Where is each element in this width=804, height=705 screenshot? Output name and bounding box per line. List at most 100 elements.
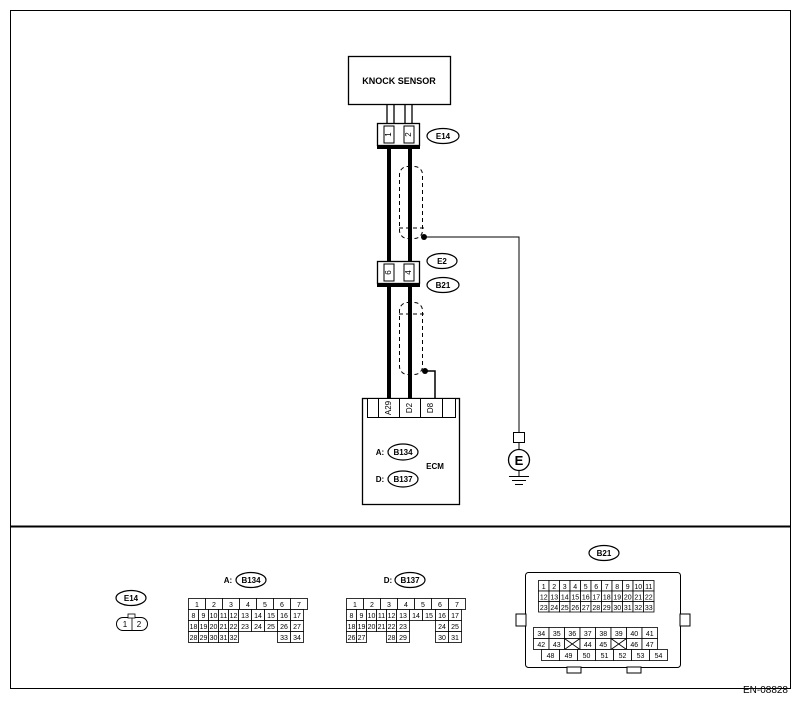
connector-e2-b21: 6 4 E2 B21 — [376, 252, 460, 294]
b21-pin-8: 8 — [615, 584, 619, 591]
b137-pin-27-cell — [356, 631, 367, 643]
b21-pin-3: 3 — [563, 584, 567, 591]
b137-pin-8: 8 — [350, 613, 354, 620]
b134-pin-29: 29 — [200, 635, 208, 642]
b21-pin-53: 53 — [637, 653, 645, 660]
b134-pin-10: 10 — [210, 613, 218, 620]
b134-pin-7: 7 — [297, 602, 301, 609]
b137-pin-6: 6 — [438, 602, 442, 609]
e2-pin-4: 4 — [404, 270, 413, 275]
e14-pin-2: 2 — [404, 132, 413, 137]
b21-pin-10: 10 — [634, 584, 642, 591]
b137-pin-27: 27 — [358, 635, 366, 642]
b134-pin-19: 19 — [200, 624, 208, 631]
ecm-a-prefix: A: — [376, 448, 384, 457]
b137-pin-18: 18 — [348, 624, 356, 631]
legend-b134-prefix: A: — [224, 576, 232, 585]
b134-pin-24: 24 — [254, 624, 262, 631]
b134-pin-3: 3 — [229, 602, 233, 609]
b134-pin-34: 34 — [293, 635, 301, 642]
b21-pin-36: 36 — [568, 631, 576, 638]
b21-pin-30: 30 — [613, 605, 621, 612]
shield-lower — [399, 302, 436, 398]
b21-pin-13: 13 — [550, 594, 558, 601]
b21-pin-22: 22 — [645, 594, 653, 601]
b21-pin-12: 12 — [540, 594, 548, 601]
b21-pin-51: 51 — [601, 653, 609, 660]
b134-pin-6: 6 — [280, 602, 284, 609]
b21-pin-32: 32 — [634, 605, 642, 612]
b21-pin-45: 45 — [599, 642, 607, 649]
b21-pin-15: 15 — [571, 594, 579, 601]
connector-e14: 1 2 E14 — [376, 122, 460, 149]
b21-pin-4: 4 — [573, 584, 577, 591]
ecm: A29 D2 D8 A: B134 D: B137 ECM — [361, 397, 461, 506]
b134-pin-28: 28 — [190, 635, 198, 642]
b134-pin-32-cell — [228, 631, 239, 643]
b137-pin-5: 5 — [421, 602, 425, 609]
b21-pin-26: 26 — [571, 605, 579, 612]
b137-pin-22: 22 — [388, 624, 396, 631]
b21-pin-9: 9 — [626, 584, 630, 591]
b134-pin-22: 22 — [230, 624, 238, 631]
b137-pin-3: 3 — [387, 602, 391, 609]
ecm-terminal-d2: D2 — [405, 402, 414, 413]
b134-pin-8: 8 — [192, 613, 196, 620]
b21-pin-54: 54 — [655, 653, 663, 660]
figure-id: EN-08828 — [743, 685, 788, 696]
b21-pin-42: 42 — [537, 642, 545, 649]
b134-pin-34-cell — [290, 631, 304, 643]
b21-pin-31: 31 — [624, 605, 632, 612]
harness-wires-lower — [387, 287, 412, 398]
b137-pin-2: 2 — [370, 602, 374, 609]
b134-pin-26: 26 — [280, 624, 288, 631]
b134-pin-15: 15 — [267, 613, 275, 620]
legend-e14-pin-2: 2 — [137, 620, 142, 629]
b134-pin-21: 21 — [220, 624, 228, 631]
b21-code: B21 — [436, 281, 451, 290]
knock-sensor: KNOCK SENSOR — [347, 55, 452, 124]
b137-pin-23: 23 — [399, 624, 407, 631]
b137-pin-29: 29 — [399, 635, 407, 642]
b21-pin-43: 43 — [553, 642, 561, 649]
b21-pin-39: 39 — [615, 631, 623, 638]
b137-pin-29-cell — [396, 631, 410, 643]
b21-pin-54-cell — [649, 649, 668, 661]
ecm-terminal-d8: D8 — [426, 402, 435, 413]
e2-pin-6: 6 — [384, 270, 393, 275]
b134-pin-27: 27 — [293, 624, 301, 631]
b137-pin-31-cell — [448, 631, 462, 643]
b21-pin-14: 14 — [561, 594, 569, 601]
ecm-a-code: B134 — [393, 448, 413, 457]
b137-pin-31: 31 — [451, 635, 459, 642]
b21-pin-47: 47 — [646, 642, 654, 649]
b137-pin-24: 24 — [438, 624, 446, 631]
b21-pin-6: 6 — [594, 584, 598, 591]
b21-pin-50: 50 — [583, 653, 591, 660]
e14-pin-1: 1 — [384, 132, 393, 137]
b134-pin-20: 20 — [210, 624, 218, 631]
b21-pin-48: 48 — [547, 653, 555, 660]
ecm-terminal-a29: A29 — [384, 400, 393, 415]
b21-pin-33: 33 — [645, 605, 653, 612]
b134-pin-14: 14 — [254, 613, 262, 620]
b21-pin-16: 16 — [582, 594, 590, 601]
b21-pin-24: 24 — [550, 605, 558, 612]
b21-pin-28: 28 — [592, 605, 600, 612]
b21-pin-21: 21 — [634, 594, 642, 601]
b21-pin-52: 52 — [619, 653, 627, 660]
ecm-label: ECM — [426, 462, 444, 471]
b137-pin-11: 11 — [378, 613, 385, 620]
b21-pin-49: 49 — [565, 653, 573, 660]
b21-pin-29: 29 — [603, 605, 611, 612]
b134-pin-17: 17 — [293, 613, 301, 620]
b21-pin-33-cell — [643, 601, 655, 613]
legend-b137-prefix: D: — [384, 576, 392, 585]
b134-pin-32: 32 — [230, 635, 238, 642]
b137-pin-7: 7 — [455, 602, 459, 609]
